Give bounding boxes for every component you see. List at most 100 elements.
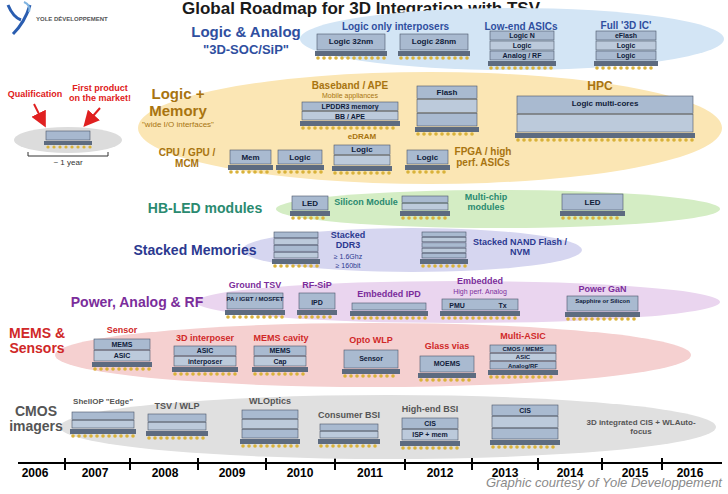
item-label: Ground TSV bbox=[220, 281, 290, 291]
chip-text: eFlash bbox=[594, 32, 658, 40]
item-label: Low-end ASICs bbox=[478, 21, 564, 32]
logo-text: YOLE DÉVELOPPEMENT bbox=[36, 16, 131, 23]
band-heading: Power, Analog & RF bbox=[56, 295, 218, 310]
item-label: TSV / WLP bbox=[144, 402, 210, 412]
chip-text: MEMS bbox=[252, 347, 308, 355]
chip-text: IPD bbox=[297, 299, 337, 307]
chip-text: Logic bbox=[594, 52, 658, 60]
chip-drawing bbox=[515, 96, 695, 142]
band-ellipse bbox=[276, 190, 720, 228]
chip-text: Logic bbox=[488, 42, 556, 50]
logo-mark bbox=[8, 2, 30, 34]
item-label: Sensor bbox=[92, 326, 152, 336]
chip-text: interposer bbox=[172, 358, 238, 366]
year-label: 2012 bbox=[418, 467, 462, 480]
item-label: Power GaN bbox=[565, 285, 640, 295]
qualification-sample bbox=[14, 127, 122, 153]
chip-drawing bbox=[488, 345, 558, 379]
chip-drawing bbox=[300, 102, 400, 130]
red-arrow bbox=[34, 104, 44, 124]
chip-drawing bbox=[565, 296, 640, 321]
chip-text: MOEMS bbox=[418, 360, 476, 368]
chip-text: MEMS bbox=[92, 341, 152, 349]
chip-drawing bbox=[420, 232, 468, 268]
roadmap-band: HB-LED modules bbox=[138, 188, 724, 230]
chip-text: ASIC bbox=[92, 352, 152, 360]
item-label: WLOptics bbox=[238, 397, 302, 407]
item-label: Baseband / APE bbox=[296, 80, 404, 91]
chip-drawing bbox=[594, 31, 658, 70]
milestone-label: Qualification bbox=[2, 90, 68, 100]
chip-drawing bbox=[490, 405, 560, 449]
chip-text: Logic bbox=[405, 154, 450, 163]
chip-drawing bbox=[297, 293, 337, 319]
item-label: Glass vias bbox=[414, 342, 480, 352]
chip-drawing bbox=[400, 418, 460, 450]
chip-drawing bbox=[225, 293, 285, 319]
item-label: Multi-ASIC bbox=[484, 332, 562, 342]
chip-text: Logic N bbox=[488, 32, 556, 40]
item-label: Opto WLP bbox=[340, 336, 402, 346]
chip-text: Cap bbox=[252, 358, 308, 366]
chip-text: Mem bbox=[228, 154, 273, 163]
chip-text: Analog / RF bbox=[488, 52, 556, 60]
item-label: Stacked DDR3 bbox=[322, 231, 374, 251]
chip-text: Logic bbox=[276, 154, 324, 163]
band-ellipse bbox=[55, 323, 691, 387]
item-label: Embedded bbox=[440, 277, 520, 287]
year-label: 2008 bbox=[143, 467, 187, 480]
chip-text: Sapphire or Silicon bbox=[565, 298, 640, 305]
chip-text: LED bbox=[560, 199, 625, 208]
chip-drawing bbox=[92, 339, 152, 371]
band-heading: Logic & Analog bbox=[184, 24, 308, 41]
year-label: 2011 bbox=[348, 467, 392, 480]
item-label: MEMS cavity bbox=[247, 334, 315, 344]
chip-drawing bbox=[240, 410, 300, 448]
chip-drawing bbox=[70, 412, 136, 438]
band-heading: CMOS imagers bbox=[6, 404, 66, 435]
chip-text: CIS bbox=[490, 407, 560, 415]
band-heading: HB-LED modules bbox=[138, 201, 272, 216]
band-heading: Logic + Memory bbox=[140, 86, 216, 119]
chip-text: CMOS / MEMS bbox=[488, 346, 558, 353]
band-ellipse bbox=[242, 228, 582, 272]
chip-text: Flash bbox=[415, 89, 479, 98]
milestone-label: First product on the market! bbox=[66, 84, 134, 104]
chip-drawing bbox=[560, 194, 625, 220]
chip-text: BB / APE bbox=[300, 113, 400, 121]
chip-drawing bbox=[350, 303, 428, 320]
item-label: Full '3D IC' bbox=[586, 20, 666, 31]
band-ellipse bbox=[60, 395, 716, 459]
chip-drawing bbox=[398, 34, 470, 60]
image-credit: Graphic courtesy of Yole Developpement bbox=[430, 476, 722, 490]
item-label: CPU / GPU / MCM bbox=[150, 147, 224, 169]
span-label: ~ 1 year bbox=[30, 159, 106, 168]
chip-drawing bbox=[290, 196, 330, 220]
chip-drawing bbox=[146, 414, 208, 440]
chip-text: PMU bbox=[442, 302, 472, 310]
chip-drawing bbox=[342, 350, 400, 378]
chip-text: PA / IGBT / MOSFET bbox=[225, 296, 285, 303]
band-subheading: "3D-SOC/SiP" bbox=[184, 43, 308, 57]
item-label: HPC bbox=[580, 80, 620, 93]
item-label: Logic only interposers bbox=[318, 21, 473, 32]
item-label: 3D interposer bbox=[163, 334, 247, 344]
item-label: High-end BSI bbox=[396, 405, 464, 415]
roadmap-band: Logic + Memory "wide I/O interfaces" bbox=[128, 70, 724, 186]
chip-text: Analog/RF bbox=[488, 363, 558, 370]
item-note: High perf. Analog bbox=[434, 288, 526, 296]
chip-drawing bbox=[172, 346, 238, 376]
band-subheading: "wide I/O interfaces" bbox=[128, 121, 228, 130]
chip-drawing bbox=[400, 196, 450, 220]
item-note: Mobile appliances bbox=[296, 92, 404, 100]
chip-text: CIS bbox=[400, 420, 460, 428]
band-heading: MEMS & Sensors bbox=[6, 326, 68, 357]
chip-text: ISP + mem bbox=[400, 431, 460, 439]
item-label: Multi-chip modules bbox=[455, 193, 517, 213]
chip-text: Tx bbox=[490, 302, 515, 310]
item-label: ShellOP "Edge" bbox=[62, 398, 144, 407]
item-label: Silicon Module bbox=[334, 198, 398, 208]
chip-drawing bbox=[315, 34, 387, 60]
chip-drawing bbox=[418, 356, 476, 382]
chip-drawing bbox=[405, 150, 450, 174]
